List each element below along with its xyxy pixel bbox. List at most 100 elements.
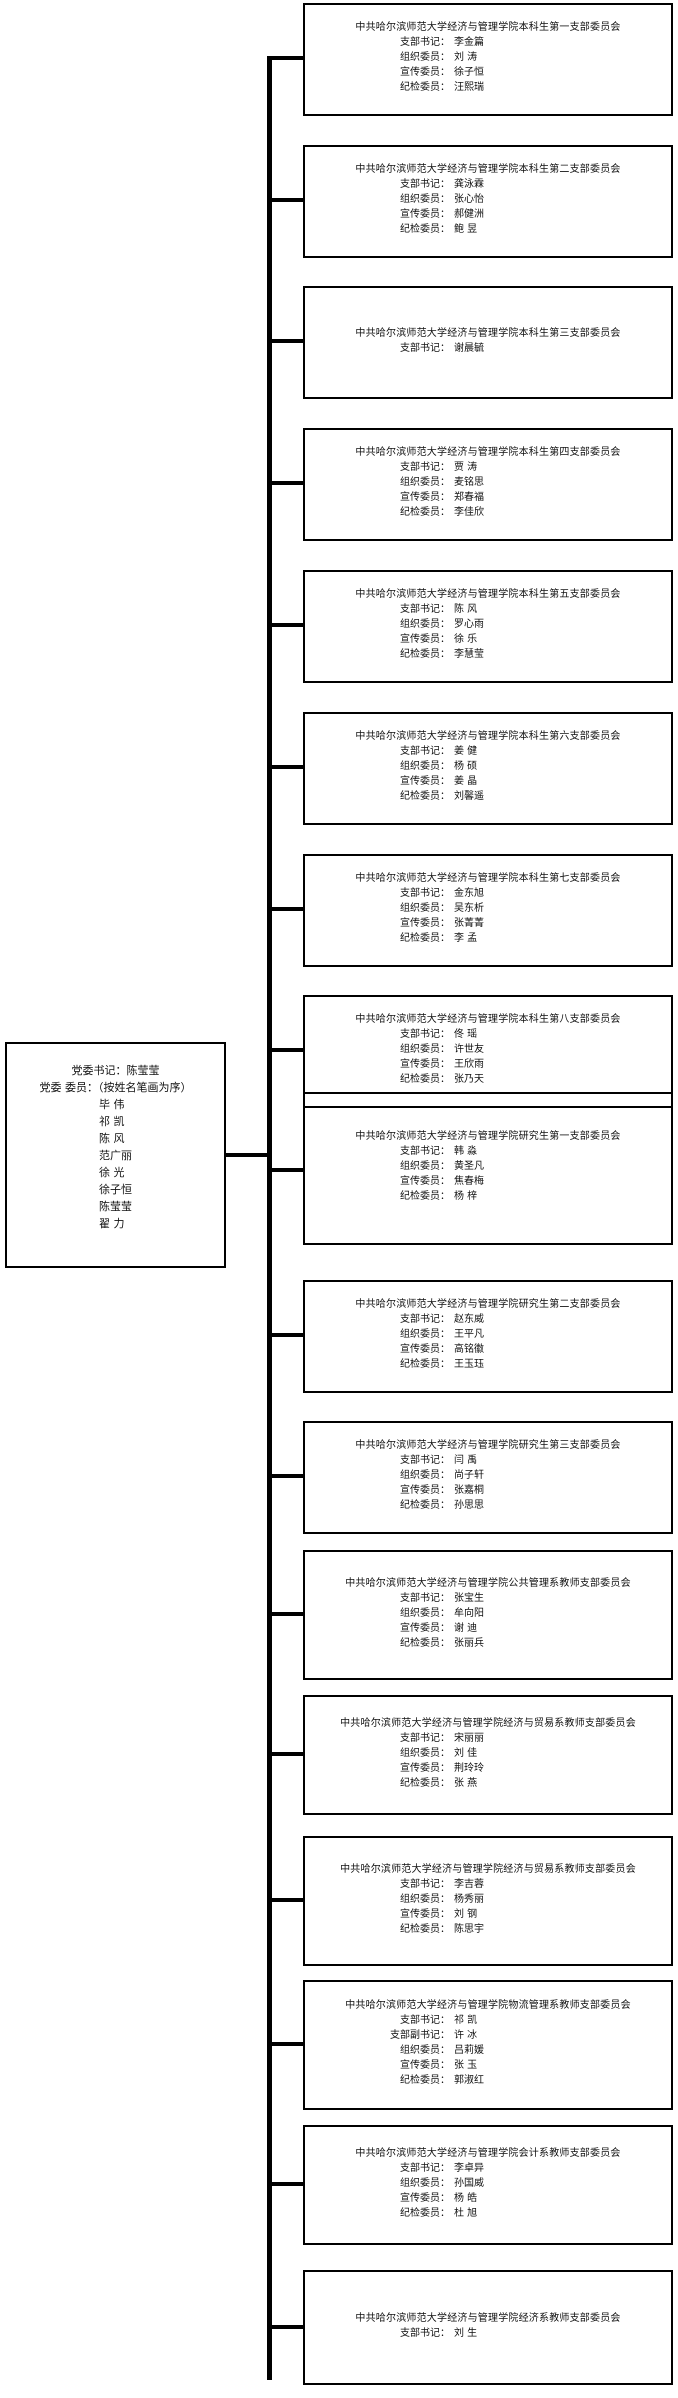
role-label: 支部副书记： <box>390 2030 450 2041</box>
role-name: 祁 凯 <box>454 2015 478 2026</box>
role-row: 宣传委员：郑春福 <box>305 490 671 505</box>
committee-member: 陈 风 <box>99 1132 125 1145</box>
role-label: 组织委员： <box>400 2045 450 2056</box>
role-name: 高铭徽 <box>454 1344 484 1355</box>
committee-member: 毕 伟 <box>99 1098 125 1111</box>
role-label: 宣传委员： <box>400 918 450 929</box>
branch-committee-box: 中共哈尔滨师范大学经济与管理学院本科生第三支部委员会支部书记：谢晨毓 <box>303 286 673 399</box>
role-row: 支部书记：刘 生 <box>305 2326 671 2341</box>
role-row: 宣传委员：杨 皓 <box>305 2191 671 2206</box>
committee-member: 祁 凯 <box>99 1115 125 1128</box>
role-label: 支部书记： <box>400 1455 450 1466</box>
role-row: 支部书记：陈 风 <box>305 602 671 617</box>
branch-title: 中共哈尔滨师范大学经济与管理学院本科生第一支部委员会 <box>355 22 621 33</box>
role-row: 组织委员： 王平凡 <box>305 1327 671 1342</box>
role-label: 宣传委员： <box>400 1909 450 1920</box>
branch-committee-box: 中共哈尔滨师范大学经济与管理学院本科生第二支部委员会支部书记：龚泳霖组织委员： 张… <box>303 145 673 258</box>
role-row: 支部书记：李金篇 <box>305 35 671 50</box>
branch-committee-box: 中共哈尔滨师范大学经济与管理学院研究生第二支部委员会支部书记：赵东威组织委员：王… <box>303 1280 673 1393</box>
role-name: 吕莉媛 <box>454 2045 484 2056</box>
role-row: 纪检委员：汪熙瑞 <box>305 80 671 95</box>
branch-connector <box>267 339 305 343</box>
role-label: 支部书记： <box>400 1593 450 1604</box>
role-name: 王平凡 <box>454 1329 484 1340</box>
role-row: 宣传委员：王欣雨 <box>305 1057 671 1072</box>
role-row: 宣传委员：焦春梅 <box>305 1174 671 1189</box>
role-row: 支部书记：谢晨毓 <box>305 341 671 356</box>
role-name: 张心怡 <box>454 194 484 205</box>
role-name: 姜 健 <box>454 746 478 757</box>
role-name: 吴东析 <box>454 903 484 914</box>
role-label: 支部书记： <box>400 2015 450 2026</box>
role-label: 组织委员： <box>400 477 450 488</box>
role-name: 张丽兵 <box>454 1638 484 1649</box>
role-row: 纪检委员：张丽兵 <box>305 1636 671 1651</box>
role-name: 孙国威 <box>454 2178 484 2189</box>
role-name: 赵东威 <box>454 1314 484 1325</box>
role-row: 宣传委员：徐 乐 <box>305 632 671 647</box>
branch-committee-box: 中共哈尔滨师范大学经济与管理学院经济与贸易系教师支部委员会支部书记：李吉蓉组织委… <box>303 1836 673 1966</box>
role-label: 支部书记： <box>400 1146 450 1157</box>
branch-committee-box: 中共哈尔滨师范大学经济与管理学院本科生第四支部委员会支部书记：贾 涛组织委员：麦… <box>303 428 673 541</box>
role-name: 郝健洲 <box>454 209 484 220</box>
branch-committee-box: 中共哈尔滨师范大学经济与管理学院本科生第五支部委员会支部书记：陈 风组织委员：罗… <box>303 570 673 683</box>
role-label: 纪检委员： <box>400 82 450 93</box>
branch-title: 中共哈尔滨师范大学经济与管理学院本科生第八支部委员会 <box>355 1014 621 1025</box>
role-row: 支部书记：闫 禹 <box>305 1453 671 1468</box>
role-row: 纪检委员：张 燕 <box>305 1776 671 1791</box>
role-row: 支部书记：赵东威 <box>305 1312 671 1327</box>
role-label: 组织委员： <box>400 1329 450 1340</box>
role-name: 杨 皓 <box>454 2193 478 2204</box>
role-name: 杨 梓 <box>454 1191 478 1202</box>
role-name: 徐子恒 <box>454 67 484 78</box>
role-label: 组织委员： <box>400 1894 450 1905</box>
role-row: 纪检委员：鲍 昱 <box>305 222 671 237</box>
branch-committee-box: 中共哈尔滨师范大学经济与管理学院经济与贸易系教师支部委员会支部书记：宋丽丽组织委… <box>303 1695 673 1815</box>
branch-connector <box>267 623 305 627</box>
role-label: 宣传委员： <box>400 1344 450 1355</box>
committee-member: 陈莹莹 <box>99 1200 132 1213</box>
role-label: 宣传委员： <box>400 1176 450 1187</box>
role-label: 支部书记： <box>400 462 450 473</box>
branch-title: 中共哈尔滨师范大学经济与管理学院物流管理系教师支部委员会 <box>345 2000 631 2011</box>
role-label: 组织委员： <box>400 194 450 205</box>
branch-title: 中共哈尔滨师范大学经济与管理学院研究生第三支部委员会 <box>355 1440 621 1451</box>
role-label: 纪检委员： <box>400 1074 450 1085</box>
role-row: 组织委员：孙国威 <box>305 2176 671 2191</box>
role-label: 纪检委员： <box>400 649 450 660</box>
role-row: 支部书记：李吉蓉 <box>305 1877 671 1892</box>
role-name: 黄圣凡 <box>454 1161 484 1172</box>
role-row: 支部书记：韩 淼 <box>305 1144 671 1159</box>
role-row: 纪检委员：李 孟 <box>305 931 671 946</box>
role-label: 组织委员： <box>400 1161 450 1172</box>
branch-connector <box>267 1752 305 1756</box>
party-committee-box: 党委书记：陈莹莹 党委 委员：（按姓名笔画为序） 毕 伟 祁 凯 陈 风 范广丽… <box>5 1042 226 1268</box>
role-label: 纪检委员： <box>400 933 450 944</box>
role-label: 支部书记： <box>400 179 450 190</box>
branch-committee-box: 中共哈尔滨师范大学经济与管理学院研究生第一支部委员会支部书记：韩 淼组织委员：黄… <box>303 1092 673 1245</box>
role-label: 支部书记： <box>400 1733 450 1744</box>
role-row: 宣传委员：姜 晶 <box>305 774 671 789</box>
branch-connector <box>267 2325 305 2329</box>
branch-title: 中共哈尔滨师范大学经济与管理学院会计系教师支部委员会 <box>355 2148 621 2159</box>
role-row: 组织委员： 张心怡 <box>305 192 671 207</box>
role-name: 张 玉 <box>454 2060 478 2071</box>
role-label: 支部书记： <box>400 888 450 899</box>
branch-title: 中共哈尔滨师范大学经济与管理学院本科生第二支部委员会 <box>355 164 621 175</box>
role-row: 支部书记：张宝生 <box>305 1591 671 1606</box>
role-label: 组织委员： <box>400 761 450 772</box>
role-row: 支部书记：贾 涛 <box>305 460 671 475</box>
role-label: 组织委员： <box>400 619 450 630</box>
role-label: 组织委员： <box>400 1748 450 1759</box>
role-row: 支部书记：李卓异 <box>305 2161 671 2176</box>
branch-committee-box: 中共哈尔滨师范大学经济与管理学院研究生第三支部委员会支部书记：闫 禹组织委员：尚… <box>303 1421 673 1534</box>
role-name: 许世友 <box>454 1044 484 1055</box>
branch-connector <box>267 198 305 202</box>
role-name: 尚子轩 <box>454 1470 484 1481</box>
branch-title: 中共哈尔滨师范大学经济与管理学院本科生第五支部委员会 <box>355 589 621 600</box>
role-name: 佟 瑶 <box>454 1029 478 1040</box>
role-name: 荆玲玲 <box>454 1763 484 1774</box>
role-label: 纪检委员： <box>400 791 450 802</box>
role-row: 支部书记：龚泳霖 <box>305 177 671 192</box>
branch-title: 中共哈尔滨师范大学经济与管理学院本科生第三支部委员会 <box>355 328 621 339</box>
